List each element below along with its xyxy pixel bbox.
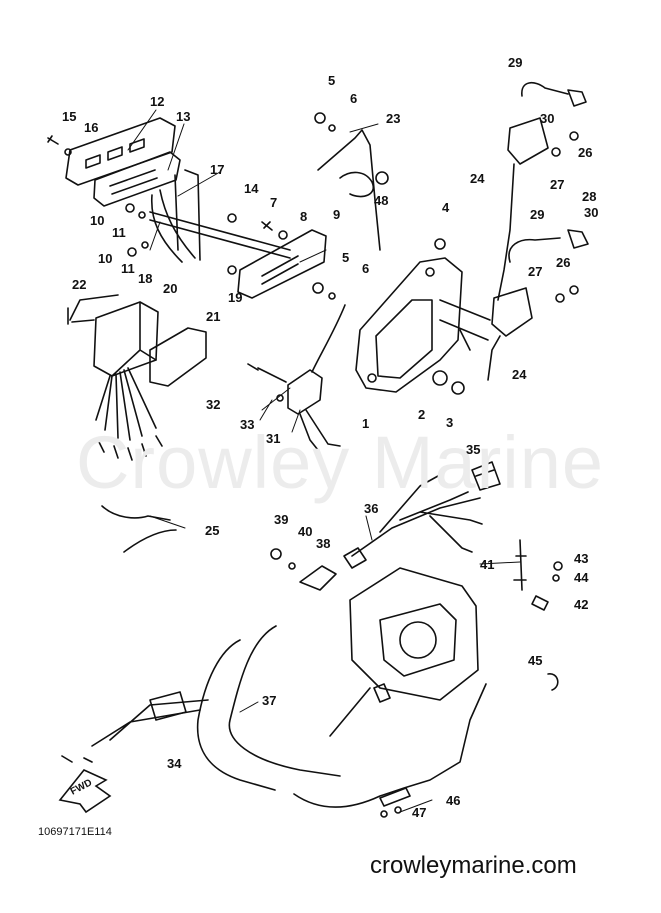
callout-13: 13 [176, 109, 191, 124]
callout-31: 31 [266, 431, 281, 446]
wire-harness-36 [343, 475, 483, 569]
callout-47: 47 [412, 805, 427, 820]
callout-10b: 10 [98, 251, 113, 266]
small-fasteners [227, 213, 288, 275]
bolt-4 [434, 238, 446, 250]
callout-24: 24 [470, 171, 485, 186]
callout-44: 44 [574, 570, 589, 585]
callout-23: 23 [386, 111, 401, 126]
callout-7: 7 [270, 195, 278, 210]
callout-27b: 27 [528, 264, 543, 279]
callout-21: 21 [206, 309, 221, 324]
callout-6b: 6 [362, 261, 370, 276]
bracket-22 [67, 294, 119, 325]
site-credit: crowleymarine.com [370, 852, 577, 879]
rectifier-31 [247, 304, 346, 451]
callout-39: 39 [274, 512, 289, 527]
callout-40: 40 [298, 524, 313, 539]
callout-26: 26 [578, 145, 593, 160]
plate-13 [93, 151, 181, 207]
watermark-text: Crowley Marine [75, 421, 605, 504]
callout-2: 2 [418, 407, 426, 422]
screw-15 [47, 135, 59, 145]
ignition-coil-lower [487, 229, 589, 381]
leads-34-37 [61, 625, 391, 791]
callout-12: 12 [150, 94, 165, 109]
callout-25: 25 [205, 523, 220, 538]
callout-32: 32 [206, 397, 221, 412]
screw-39 [270, 548, 282, 560]
callout-33: 33 [240, 417, 255, 432]
callout-24b: 24 [512, 367, 527, 382]
callout-37: 37 [262, 693, 277, 708]
callout-1: 1 [362, 416, 370, 431]
bushing-2 [432, 370, 448, 386]
wire-25 [101, 505, 177, 553]
callout-45: 45 [528, 653, 543, 668]
callout-28: 28 [582, 189, 597, 204]
callout-38: 38 [316, 536, 331, 551]
callout-27: 27 [550, 177, 565, 192]
callout-3: 3 [446, 415, 454, 430]
callout-5b: 5 [342, 250, 350, 265]
fwd-arrow [58, 769, 112, 814]
cover-21 [149, 327, 207, 387]
callout-30b: 30 [584, 205, 599, 220]
callout-41: 41 [480, 557, 495, 572]
callout-43: 43 [574, 551, 589, 566]
callout-16: 16 [84, 120, 99, 135]
callout-48: 48 [374, 193, 389, 208]
callout-19: 19 [228, 290, 243, 305]
callout-9: 9 [333, 207, 341, 222]
clamp-45 [547, 673, 559, 691]
lead-23 [317, 129, 389, 251]
callout-29: 29 [508, 55, 523, 70]
lead-wires-17-18 [149, 169, 291, 263]
plate-9 [237, 229, 327, 299]
callout-4: 4 [442, 200, 450, 215]
callout-11: 11 [112, 225, 126, 240]
leads-46-47 [293, 683, 487, 818]
cdi-unit-20 [93, 301, 163, 461]
fasteners-5-6 [312, 112, 336, 300]
document-code: 10697171E114 [38, 826, 112, 838]
callout-29b: 29 [530, 207, 545, 222]
callout-5: 5 [328, 73, 336, 88]
callout-6: 6 [350, 91, 358, 106]
ignition-coil-upper [497, 81, 587, 301]
callout-17: 17 [210, 162, 225, 177]
callout-26b: 26 [556, 255, 571, 270]
callout-34: 34 [167, 756, 182, 771]
collar-3 [451, 381, 465, 395]
switch-41 [513, 539, 563, 611]
bolts-10-11 [125, 203, 149, 257]
bracket-plate-12 [65, 117, 176, 186]
callout-30: 30 [540, 111, 555, 126]
callout-36: 36 [364, 501, 379, 516]
leader-lines [127, 109, 521, 813]
callout-20: 20 [163, 281, 178, 296]
callout-15: 15 [62, 109, 77, 124]
washer-40 [288, 562, 296, 570]
callout-18: 18 [138, 271, 153, 286]
engine-block [349, 567, 479, 701]
callout-35: 35 [466, 442, 481, 457]
washer-16 [64, 148, 72, 156]
bracket-38 [299, 565, 337, 591]
callout-8: 8 [300, 209, 308, 224]
callout-42: 42 [574, 597, 589, 612]
callout-10: 10 [90, 213, 105, 228]
callout-22: 22 [72, 277, 87, 292]
callout-11b: 11 [121, 261, 135, 276]
spark-plug-35 [471, 461, 501, 491]
callout-14: 14 [244, 181, 259, 196]
callout-46: 46 [446, 793, 461, 808]
ignition-bracket-1 [355, 257, 491, 393]
